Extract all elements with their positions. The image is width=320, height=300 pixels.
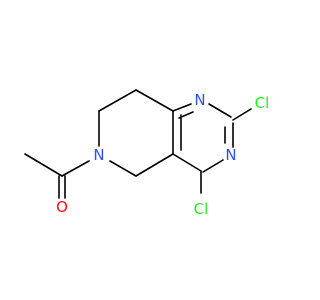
bond-n3-c4 — [202, 159, 224, 173]
atom-n6-label: N — [93, 146, 104, 164]
molecule-structure: N N N O Cl Cl — [24, 89, 270, 218]
bond-n6-cacyl — [61, 160, 90, 177]
bond-c4-c4a — [172, 153, 202, 172]
bond-n6-c5 — [109, 160, 137, 177]
atom-cl4-label: Cl — [194, 200, 209, 218]
bond-c2-cl — [232, 108, 252, 121]
bond-c8a-c8 — [135, 89, 174, 112]
bond-c8-c7 — [98, 89, 137, 112]
bond-n1-c2 — [208, 103, 232, 118]
atom-n3-label: N — [225, 146, 236, 164]
atom-labels: N N N O Cl Cl — [56, 91, 269, 218]
bond-c5-c4a — [135, 153, 174, 177]
bonds — [24, 89, 252, 199]
atom-o-label: O — [56, 198, 68, 216]
molecule-drawing: N N N O Cl Cl — [24, 89, 269, 218]
atom-cl2-label: Cl — [255, 94, 270, 112]
bond-c8a-n1 — [172, 103, 192, 112]
atom-n1-label: N — [194, 91, 205, 109]
bond-cacyl-methyl — [24, 153, 63, 177]
